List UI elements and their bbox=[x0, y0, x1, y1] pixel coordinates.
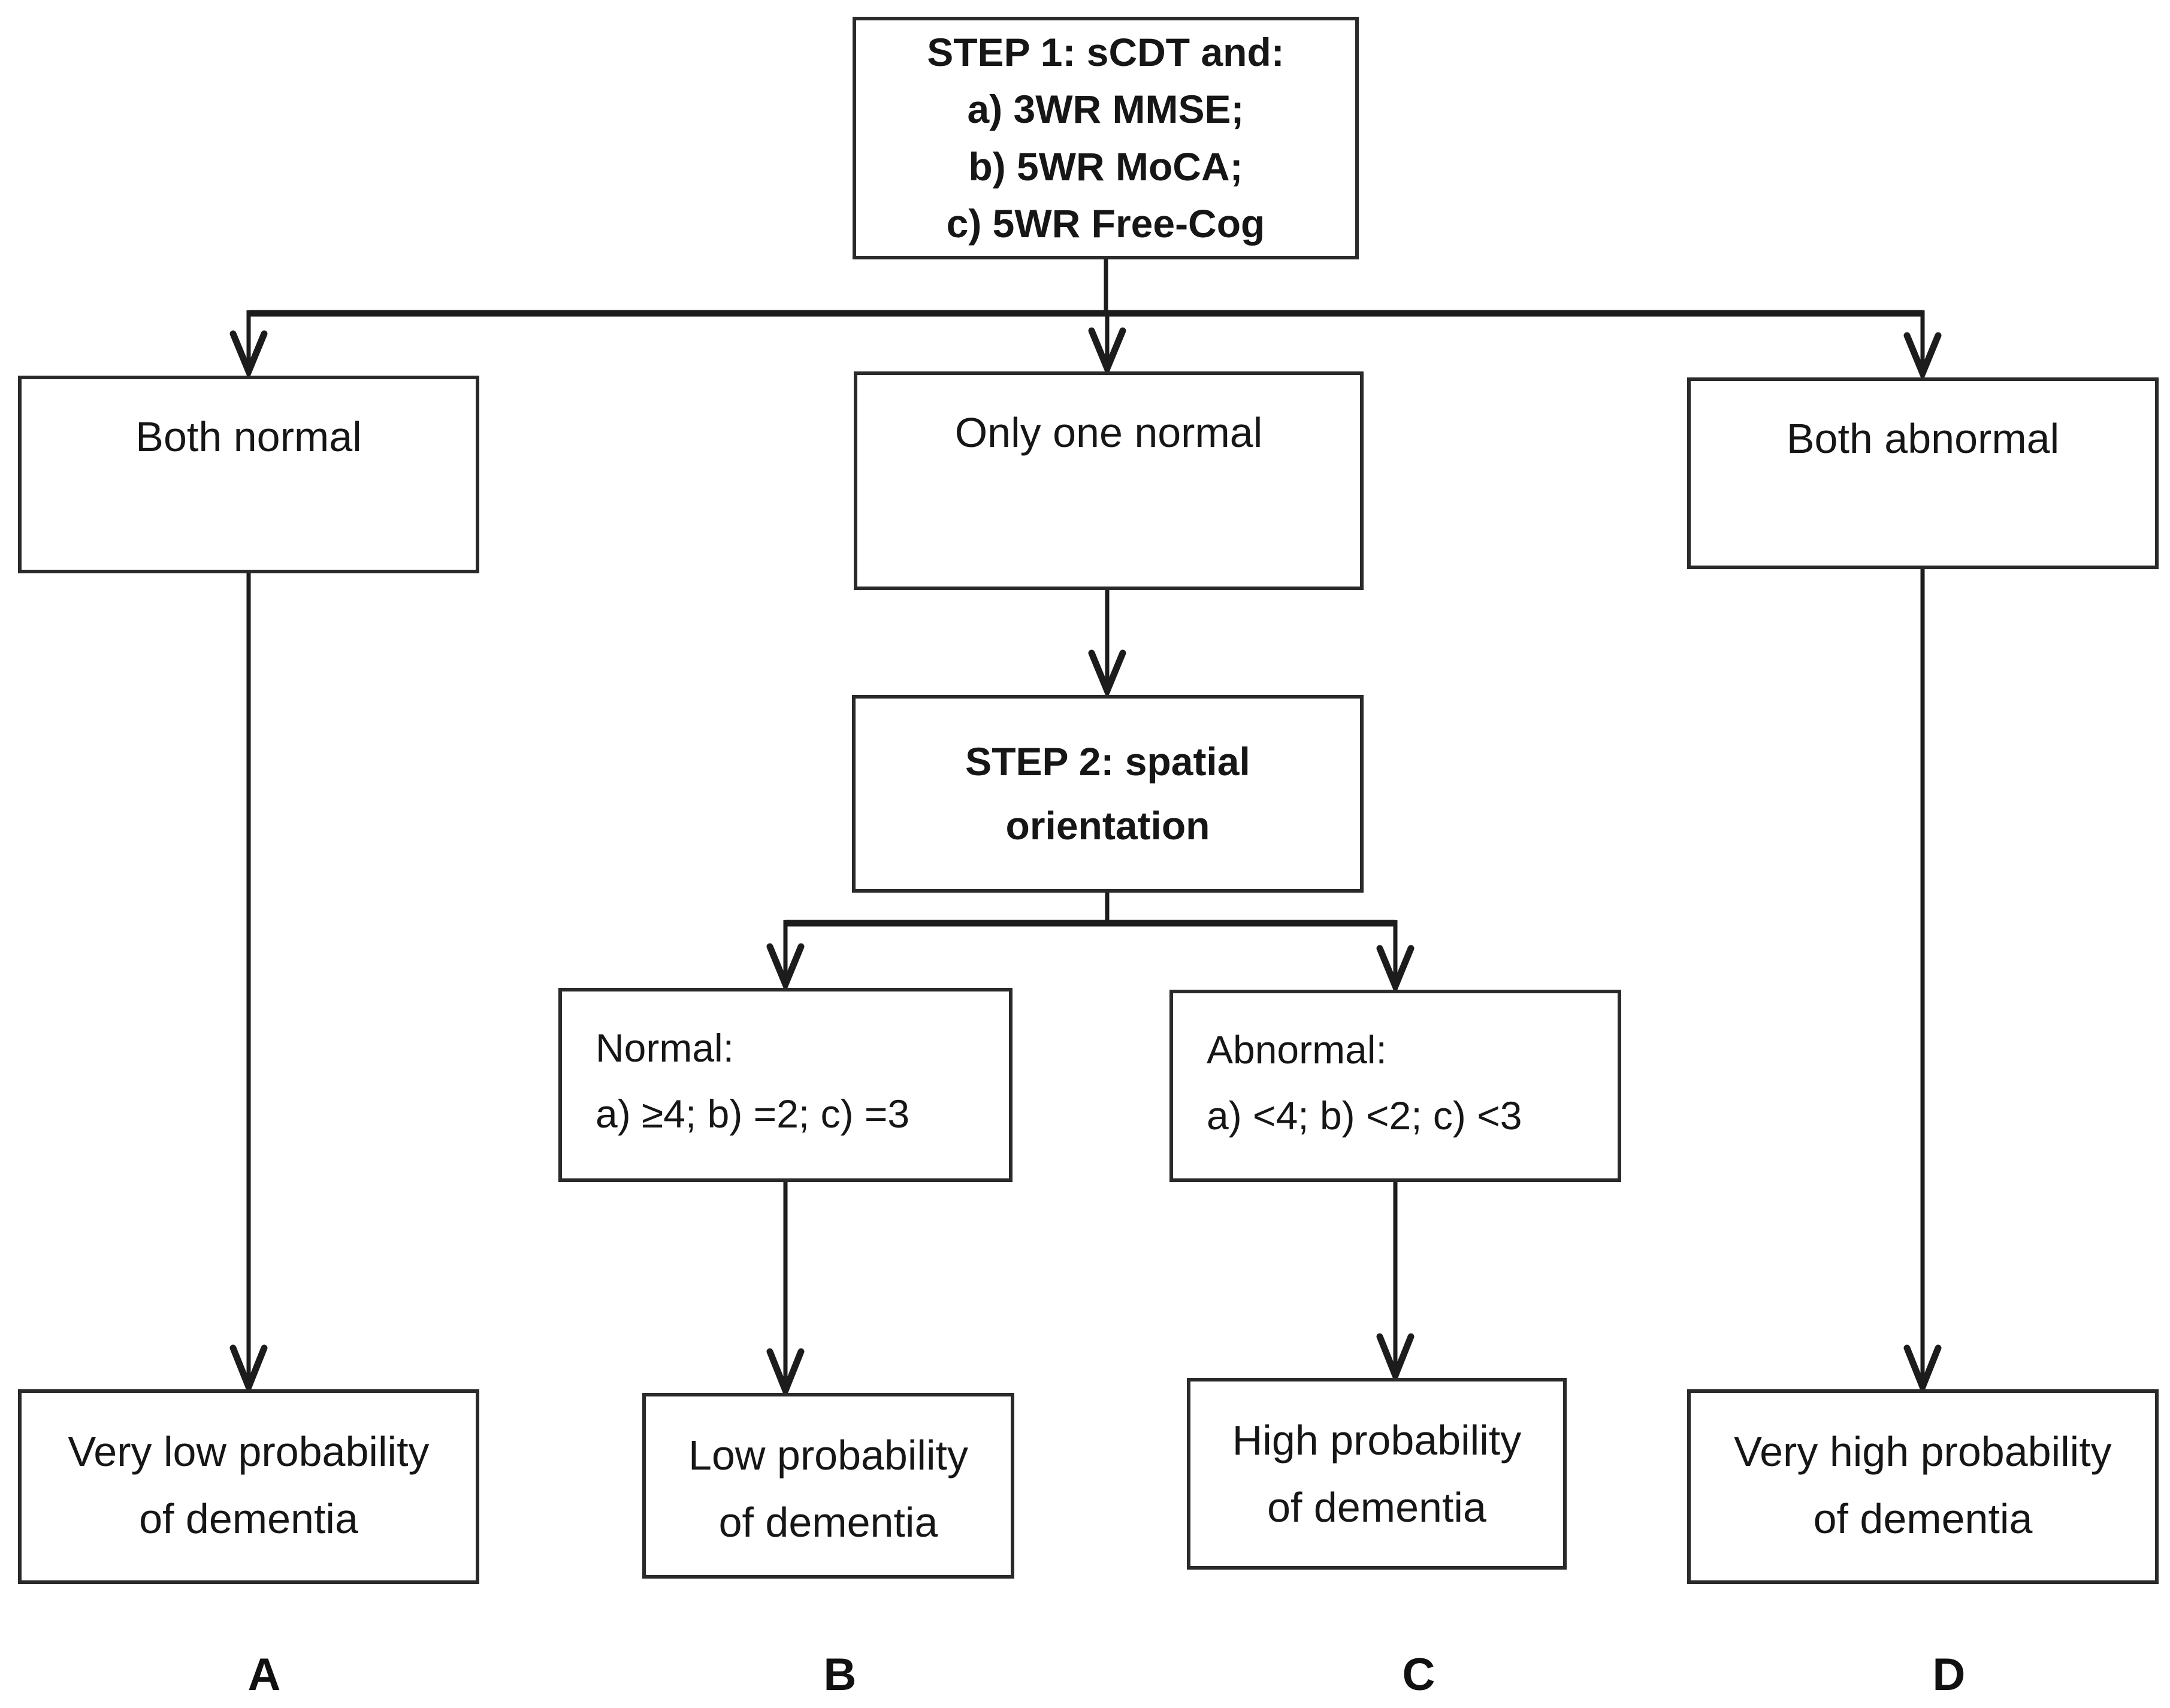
node-normal-criteria: Normal: a) ≥4; b) =2; c) =3 bbox=[558, 988, 1013, 1182]
node-outcome-high-line2: of dementia bbox=[1267, 1484, 1486, 1531]
node-outcome-very-high-line2: of dementia bbox=[1813, 1495, 2033, 1542]
node-normal-criteria-title: Normal: bbox=[596, 1026, 735, 1070]
node-outcome-high-line1: High probability bbox=[1232, 1417, 1522, 1464]
node-step1-item-b: b) 5WR MoCA; bbox=[968, 144, 1243, 189]
node-outcome-very-high: Very high probability of dementia bbox=[1687, 1389, 2159, 1584]
arrow-bothnormal-to-outcome-a bbox=[229, 573, 268, 1396]
arrow-step1-to-branches bbox=[229, 259, 1942, 382]
node-only-one-normal-label: Only one normal bbox=[954, 409, 1263, 456]
node-abnormal-criteria: Abnormal: a) <4; b) <2; c) <3 bbox=[1169, 990, 1621, 1182]
arrow-normal-to-outcome-b bbox=[766, 1182, 805, 1399]
node-outcome-very-low: Very low probability of dementia bbox=[18, 1389, 479, 1584]
node-outcome-very-high-line1: Very high probability bbox=[1734, 1428, 2112, 1475]
node-outcome-low-line1: Low probability bbox=[688, 1432, 968, 1479]
node-step1-item-c: c) 5WR Free-Cog bbox=[946, 201, 1265, 246]
node-both-abnormal-label: Both abnormal bbox=[1786, 415, 2060, 462]
node-step2-line1: STEP 2: spatial bbox=[965, 739, 1250, 784]
node-step2-line2: orientation bbox=[1005, 803, 1210, 848]
node-normal-criteria-values: a) ≥4; b) =2; c) =3 bbox=[596, 1091, 910, 1136]
node-step1: STEP 1: sCDT and: a) 3WR MMSE; b) 5WR Mo… bbox=[853, 17, 1359, 259]
node-outcome-high: High probability of dementia bbox=[1187, 1378, 1567, 1570]
node-abnormal-criteria-values: a) <4; b) <2; c) <3 bbox=[1207, 1093, 1522, 1138]
column-label-b: B bbox=[823, 1649, 857, 1700]
node-step1-item-a: a) 3WR MMSE; bbox=[967, 87, 1244, 132]
node-abnormal-criteria-title: Abnormal: bbox=[1207, 1027, 1387, 1072]
arrow-step2-to-criteria bbox=[766, 893, 1415, 995]
node-outcome-low: Low probability of dementia bbox=[642, 1393, 1014, 1579]
node-both-normal-label: Both normal bbox=[135, 413, 362, 460]
column-label-c: C bbox=[1402, 1649, 1435, 1700]
node-step1-title: STEP 1: sCDT and: bbox=[927, 30, 1285, 75]
node-both-abnormal: Both abnormal bbox=[1687, 377, 2159, 569]
node-outcome-very-low-line2: of dementia bbox=[139, 1495, 358, 1542]
arrow-onlyone-to-step2 bbox=[1088, 590, 1126, 700]
column-label-a: A bbox=[247, 1649, 281, 1700]
arrow-bothabnormal-to-outcome-d bbox=[1903, 568, 1942, 1396]
node-both-normal: Both normal bbox=[18, 376, 479, 573]
node-step2: STEP 2: spatial orientation bbox=[852, 695, 1364, 893]
node-only-one-normal: Only one normal bbox=[854, 371, 1364, 590]
arrow-abnormal-to-outcome-c bbox=[1376, 1182, 1415, 1384]
node-outcome-very-low-line1: Very low probability bbox=[68, 1428, 430, 1475]
column-label-d: D bbox=[1932, 1649, 1966, 1700]
node-outcome-low-line2: of dementia bbox=[718, 1499, 938, 1546]
